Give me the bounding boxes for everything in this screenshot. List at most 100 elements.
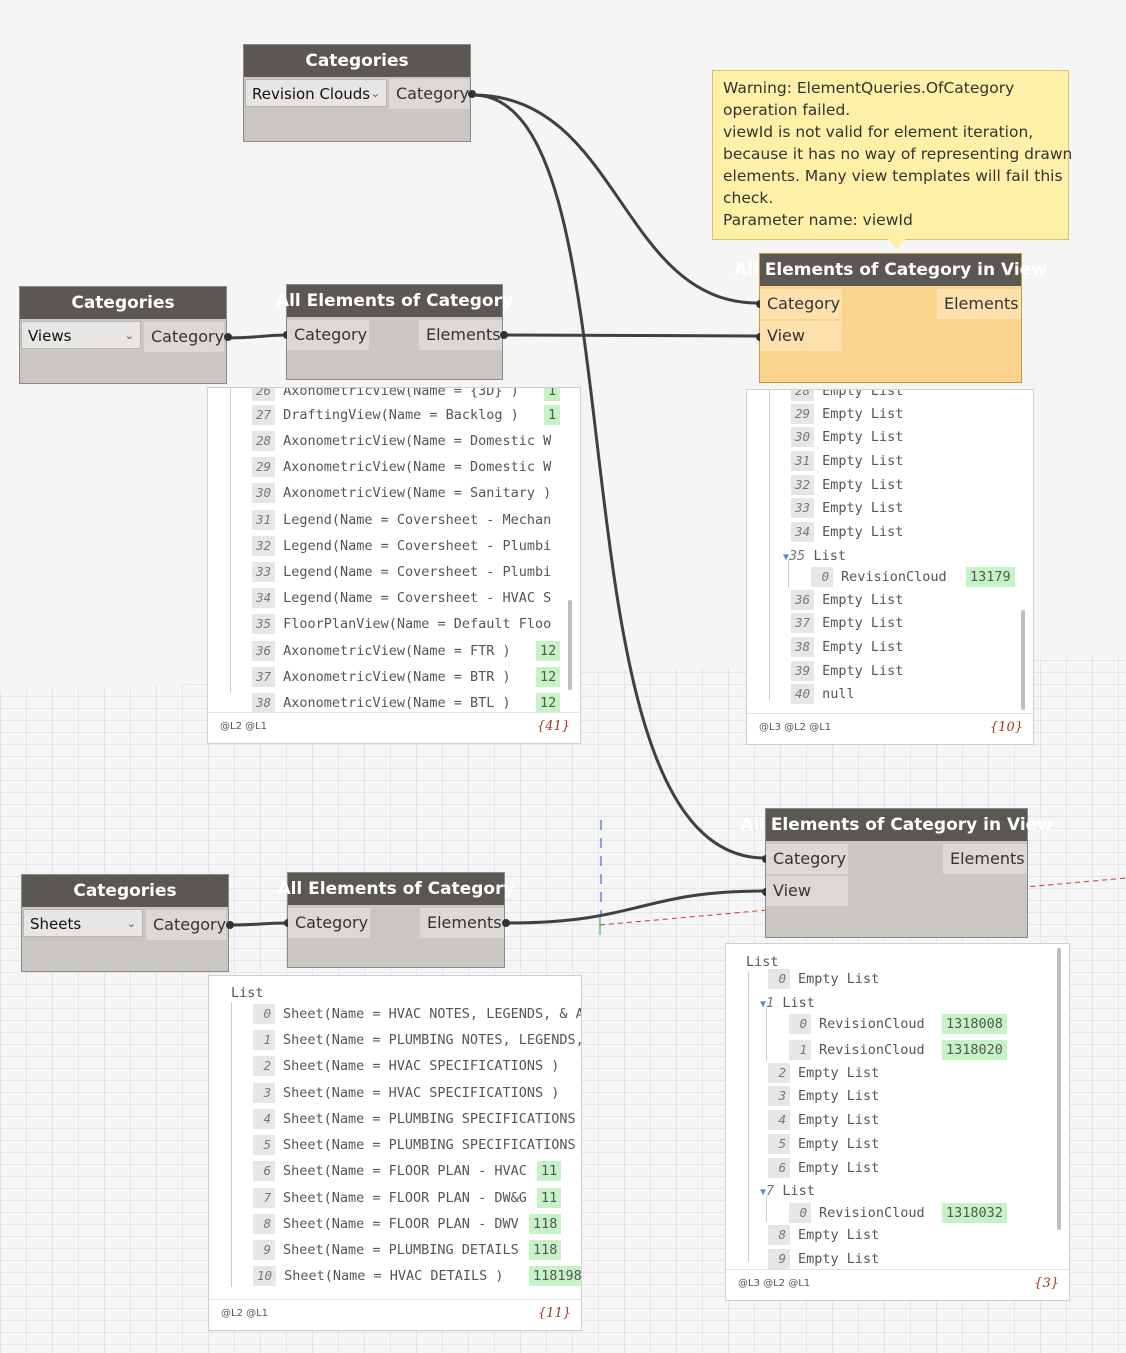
list-levels: @L2 @L1 [220,721,268,732]
output-port-dot[interactable] [500,331,508,339]
tooltip-pointer [888,239,906,249]
preview-footer: @L3 @L2 @L1 {10} [747,713,1033,744]
list-header: List [231,985,264,1001]
input-port-category[interactable]: Category [288,908,370,938]
expand-triangle-icon[interactable]: ▼ [783,552,790,563]
input-port-category[interactable]: Category [760,289,842,319]
input-port-view[interactable]: View [766,876,848,906]
warning-line: Parameter name: viewId [723,211,913,229]
output-port-dot[interactable] [468,90,476,98]
input-port-category[interactable]: Category [287,320,369,350]
warning-line: viewId is not valid for element iteratio… [723,123,1034,141]
output-port-elements[interactable]: Elements [419,320,502,350]
categories-node-views[interactable]: Categories Views ⌄ Category [19,286,232,384]
output-port-dot[interactable] [224,333,232,341]
tree-line [230,388,231,693]
warning-line: Warning: ElementQueries.OfCategory [723,79,1015,97]
dropdown-value: Revision Clouds [252,85,371,103]
wire-views-to-top-view [504,333,759,338]
category-dropdown[interactable]: Revision Clouds ⌄ [245,79,387,107]
input-port-category[interactable]: Category [766,844,848,874]
scrollbar[interactable] [568,600,572,690]
chevron-down-icon: ⌄ [126,917,136,930]
node-title[interactable]: All Elements of Category [276,285,513,317]
output-port-category[interactable]: Category [146,910,226,940]
output-port-elements[interactable]: Elements [420,908,504,938]
all-elements-in-view-node[interactable]: All Elements of Category in View Categor… [740,808,1053,938]
output-port-elements[interactable]: Elements [937,289,1021,319]
categories-node-revision-clouds[interactable]: Categories Revision Clouds ⌄ Category [243,44,476,142]
all-elements-of-category-node[interactable]: All Elements of Category Category Elemen… [277,872,515,968]
list-levels: @L2 @L1 [221,1308,269,1319]
all-elements-of-category-node[interactable]: All Elements of Category Category Elemen… [276,284,513,380]
category-dropdown[interactable]: Views ⌄ [21,321,141,349]
list-levels: @L3 @L2 @L1 [759,722,832,733]
output-port-dot[interactable] [226,921,234,929]
node-title[interactable]: Categories [22,875,228,907]
wire-views-to-aec [228,333,289,340]
dropdown-value: Sheets [30,915,82,933]
node-title[interactable]: All Elements of Category [277,873,515,905]
preview-footer: @L2 @L1 {11} [209,1299,581,1330]
node-title[interactable]: All Elements of Category in View [734,254,1047,286]
chevron-down-icon: ⌄ [124,329,134,342]
categories-node-sheets[interactable]: Categories Sheets ⌄ Category [21,874,234,972]
item-count: {3} [1034,1276,1059,1291]
sublist-header[interactable]: ▼35 List [783,548,846,564]
output-port-category[interactable]: Category [144,322,224,352]
chevron-down-icon: ⌄ [370,87,380,100]
output-port-dot[interactable] [502,919,510,927]
expand-triangle-icon[interactable]: ▼ [760,999,767,1010]
input-port-view[interactable]: View [760,321,842,351]
expand-triangle-icon[interactable]: ▼ [760,1187,767,1198]
output-port-category[interactable]: Category [389,79,469,109]
node-title[interactable]: Categories [20,287,226,319]
all-elements-in-view-node-warning[interactable]: All Elements of Category in View Categor… [734,253,1047,383]
tree-line [748,972,749,1262]
scrollbar[interactable] [1057,948,1061,1230]
item-count: {10} [989,720,1023,735]
item-count: {11} [537,1306,571,1321]
sublist-header[interactable]: ▼7 List [760,1183,815,1199]
category-dropdown[interactable]: Sheets ⌄ [23,909,143,937]
node-title[interactable]: All Elements of Category in View [740,809,1053,841]
node-title[interactable]: Categories [244,45,470,77]
output-port-elements[interactable]: Elements [943,844,1027,874]
scrollbar[interactable] [1021,610,1025,710]
sublist-header[interactable]: ▼1 List [760,995,815,1011]
warning-line: operation failed. [723,101,851,119]
